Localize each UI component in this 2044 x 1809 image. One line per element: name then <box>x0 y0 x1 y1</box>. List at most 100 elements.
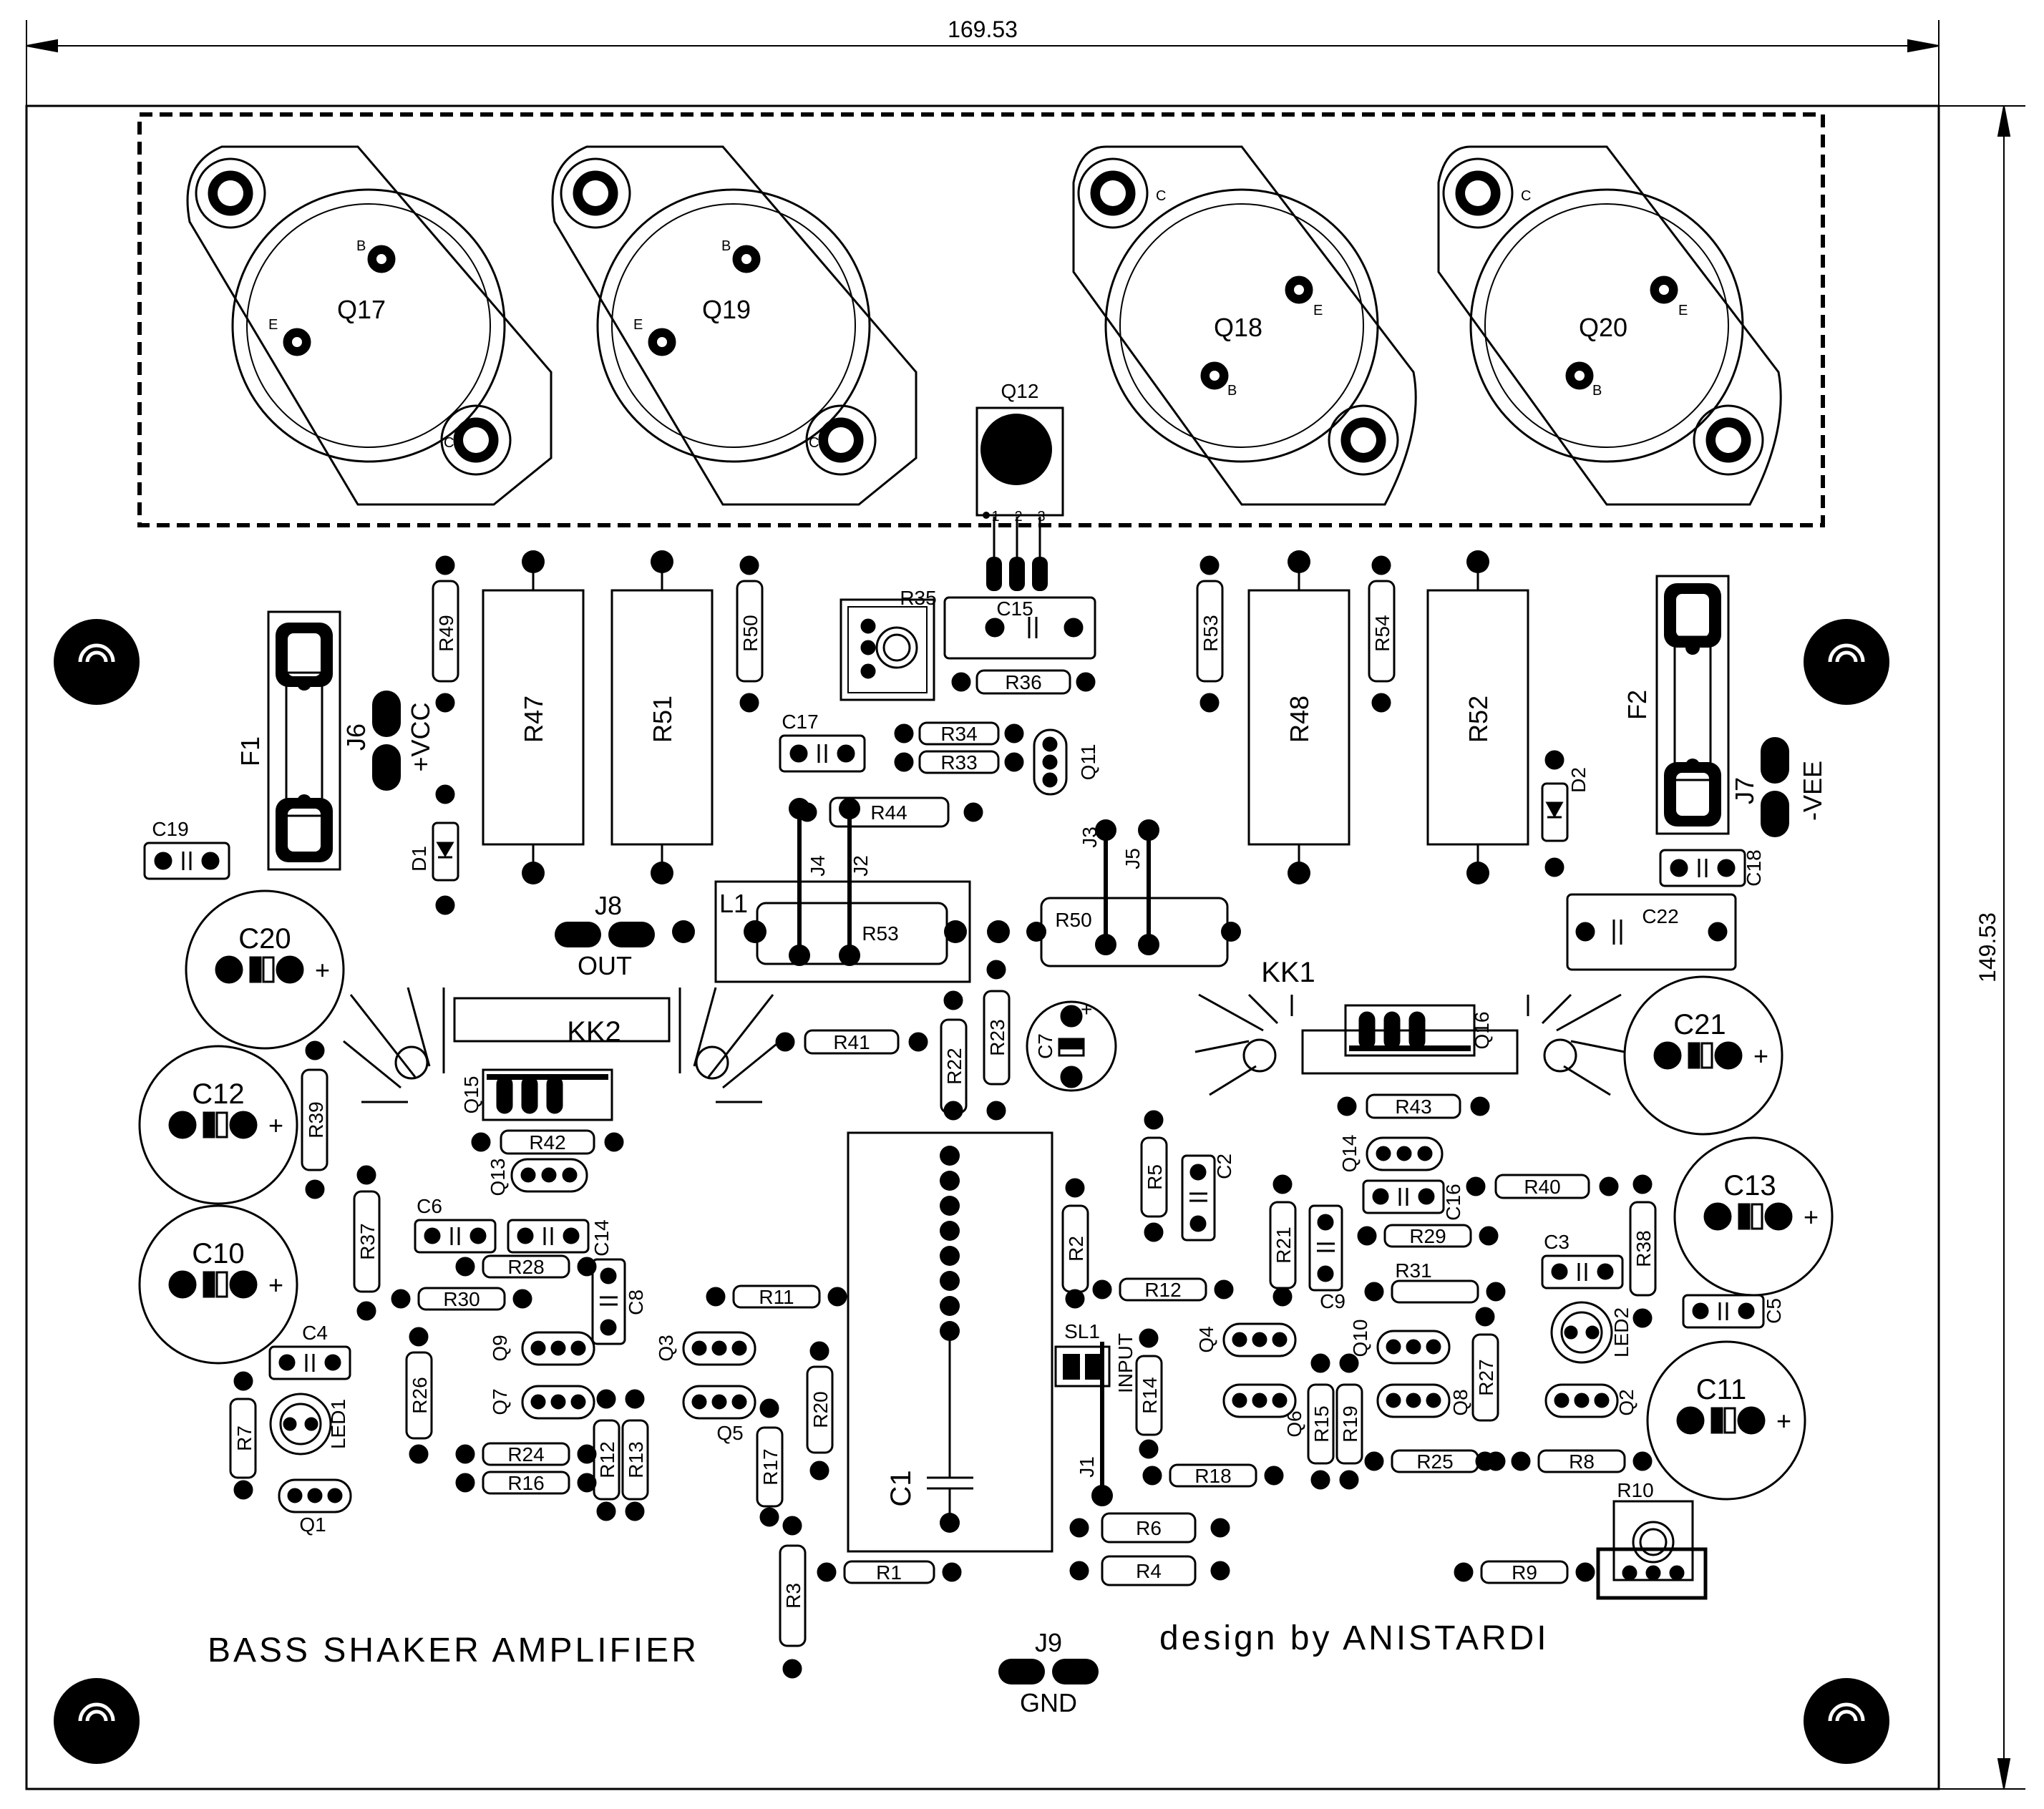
to92-transistors <box>278 728 1619 1513</box>
label-j2: J2 <box>850 855 872 877</box>
label-r39: R39 <box>305 1101 327 1138</box>
label-q6: Q6 <box>1283 1410 1305 1437</box>
label-r43: R43 <box>1395 1096 1431 1118</box>
sl1-connector <box>1054 1345 1111 1388</box>
label-f2: F2 <box>1622 690 1652 720</box>
label-r11: R11 <box>759 1286 794 1308</box>
label-j5: J5 <box>1121 848 1144 869</box>
label-r51: R51 <box>648 696 677 743</box>
q12-pin2: 2 <box>1014 509 1022 525</box>
label-q15: Q15 <box>460 1076 482 1114</box>
label-c3: C3 <box>1544 1231 1570 1253</box>
trimmer-r10 <box>1596 1500 1708 1600</box>
label-r7: R7 <box>233 1425 256 1451</box>
pin-q19-c: C <box>809 435 819 451</box>
label-r10: R10 <box>1617 1479 1653 1501</box>
label-j1: J1 <box>1076 1456 1098 1478</box>
label-r23: R22 <box>943 1048 965 1084</box>
label-vcc: +VCC <box>406 702 435 771</box>
label-c7: C7 <box>1034 1033 1056 1059</box>
pin-q19-e: E <box>633 317 643 333</box>
label-r42: R42 <box>529 1131 565 1154</box>
plus-c10: + <box>268 1270 283 1300</box>
label-r34: R34 <box>940 723 977 745</box>
to3-q18 <box>1072 145 1417 506</box>
label-sl1: SL1 <box>1064 1320 1100 1342</box>
pin-q18-c: C <box>1156 188 1166 204</box>
label-input: INPUT <box>1114 1333 1137 1393</box>
label-q3: Q3 <box>655 1335 677 1361</box>
label-q18: Q18 <box>1214 313 1262 342</box>
label-l1: L1 <box>719 889 748 918</box>
label-j9: J9 <box>1035 1628 1062 1657</box>
dimension-width-label: 169.53 <box>948 16 1018 42</box>
label-q20: Q20 <box>1579 313 1627 342</box>
label-led1: LED1 <box>327 1399 349 1449</box>
plus-c13: + <box>1804 1202 1819 1232</box>
label-q2: Q2 <box>1615 1389 1637 1415</box>
power-resistors <box>482 550 1529 884</box>
label-r13: R12 <box>596 1441 618 1478</box>
label-r50: R54 <box>1371 615 1393 651</box>
label-r31: R30 <box>443 1288 480 1310</box>
c1-block <box>847 1131 1053 1553</box>
label-r41: R41 <box>833 1031 870 1053</box>
pin-q19-b: B <box>721 238 731 254</box>
label-r46: R53 <box>1199 615 1222 651</box>
label-q14: Q14 <box>1338 1135 1361 1173</box>
design-credit: design by ANISTARDI <box>1159 1619 1549 1657</box>
heatsink-zone <box>137 112 1825 527</box>
label-q8: Q8 <box>1449 1389 1471 1415</box>
pin-q17-c: C <box>444 435 454 451</box>
label-r18: R17 <box>759 1448 782 1485</box>
pin-q20-b: B <box>1592 383 1602 399</box>
label-r5: R5 <box>1144 1164 1166 1190</box>
pin-q20-c: C <box>1521 188 1531 204</box>
dimension-width <box>26 20 1940 106</box>
label-j4: J4 <box>807 855 829 877</box>
label-j7: J7 <box>1730 777 1759 804</box>
dimension-height-label: 149.53 <box>1975 912 2000 982</box>
label-r16: R15 <box>1310 1405 1333 1442</box>
label-r33: R33 <box>940 751 977 774</box>
label-c14: C14 <box>590 1219 613 1256</box>
label-r19: R18 <box>1194 1465 1231 1487</box>
label-c8: C8 <box>625 1289 647 1315</box>
label-j8: J8 <box>595 891 622 920</box>
leds <box>269 1301 1613 1456</box>
label-kk1: KK1 <box>1261 957 1315 988</box>
l1-r54-r53 <box>672 880 1241 983</box>
label-c22: C22 <box>1642 905 1678 927</box>
label-r30: R29 <box>1409 1225 1446 1247</box>
small-capacitors <box>143 596 1765 1380</box>
label-r25: R24 <box>507 1443 544 1466</box>
label-r45: R49 <box>435 615 457 651</box>
label-r38: R38 <box>1632 1230 1655 1267</box>
horizontal-resistors <box>391 669 1653 1586</box>
label-j3: J3 <box>1079 827 1101 848</box>
label-c5: C5 <box>1763 1298 1785 1324</box>
label-r52: R52 <box>1464 696 1493 743</box>
label-r28: R27 <box>1475 1359 1497 1395</box>
label-r24: R23 <box>986 1019 1008 1055</box>
label-c13: C13 <box>1723 1170 1776 1201</box>
label-d2: D2 <box>1567 767 1590 793</box>
label-r35: R35 <box>900 587 936 609</box>
label-r12: R12 <box>1144 1279 1181 1301</box>
fuse-f1 <box>267 610 341 871</box>
plus-c7: + <box>1081 998 1092 1020</box>
pin-q17-e: E <box>268 317 278 333</box>
label-r14: R13 <box>625 1441 647 1478</box>
label-r17: R16 <box>507 1472 544 1494</box>
label-r37: R37 <box>356 1223 379 1259</box>
label-r27: R26 <box>409 1377 431 1413</box>
vertical-resistors <box>229 555 1657 1679</box>
label-r2: R2 <box>1065 1236 1087 1262</box>
label-r15: R14 <box>1139 1377 1161 1413</box>
label-q17: Q17 <box>337 295 386 324</box>
label-vee: -VEE <box>1798 761 1827 821</box>
label-r54: R53 <box>862 922 898 945</box>
label-q5: Q5 <box>716 1422 743 1444</box>
pin-q17-b: B <box>356 238 366 254</box>
